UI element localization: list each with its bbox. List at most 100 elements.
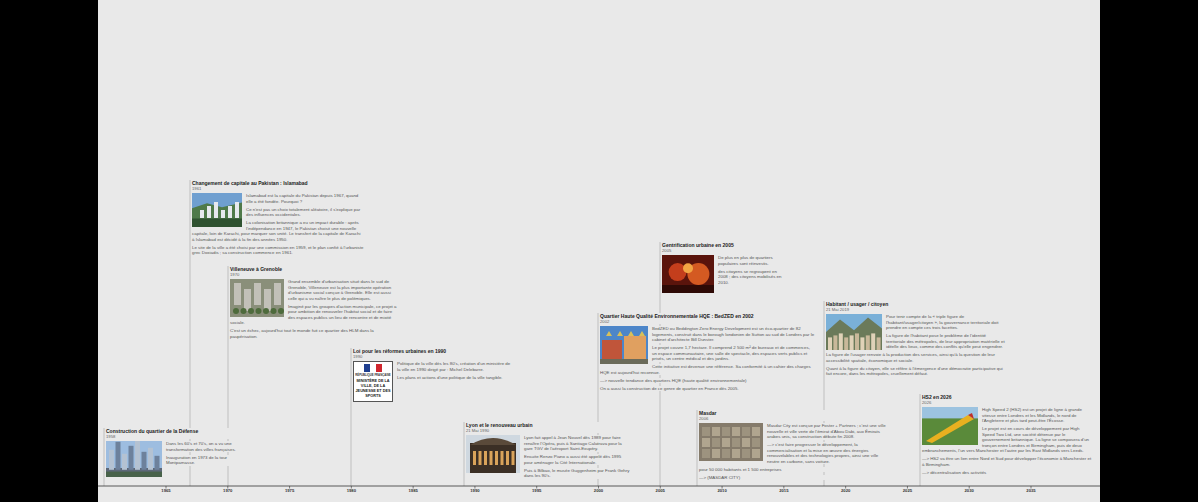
- event-photo: [600, 326, 648, 364]
- photo-shape: [752, 427, 760, 436]
- event-line: [464, 422, 465, 486]
- photo-shape: [662, 255, 714, 293]
- event-text: pour 50 000 habitants et 1 500 entrepris…: [699, 467, 889, 473]
- photo-shape: [844, 337, 848, 350]
- photo-shape: [855, 333, 859, 350]
- year-label: 1980: [339, 488, 363, 493]
- photo-shape: [722, 427, 730, 436]
- photo-shape: [473, 451, 476, 465]
- photo-shape: [490, 451, 493, 465]
- event-date: 1990: [353, 354, 513, 359]
- photo-shape: [512, 451, 515, 465]
- event-line: [228, 266, 229, 486]
- photo-shape: [506, 451, 509, 465]
- photo-shape: [235, 202, 239, 218]
- photo-shape: [470, 438, 516, 445]
- event-text: Le site de la ville a été choisi par une…: [192, 245, 364, 256]
- photo-shape: [234, 283, 241, 305]
- logo-text: MINISTÈRE DE LA VILLE, DE LA JEUNESSE ET…: [355, 379, 391, 398]
- photo-shape: [839, 333, 843, 350]
- photo-shape: [479, 451, 482, 465]
- photo-shape: [106, 468, 162, 477]
- photo-shape: [742, 438, 750, 447]
- event-card: Lyon et le renouveau urbain21 Mai 1990Ly…: [466, 422, 631, 481]
- photo-shape: [264, 289, 271, 311]
- event-lines: [104, 180, 920, 486]
- event-text: —> (MASDAR CITY): [699, 475, 889, 481]
- photo-shape: [271, 308, 277, 314]
- flag-symbol: [364, 364, 382, 372]
- photo-shape: [109, 450, 114, 470]
- year-label: 2010: [710, 488, 734, 493]
- event-photo: [230, 279, 284, 317]
- year-label: 1985: [401, 488, 425, 493]
- photo-shape: [712, 438, 720, 447]
- logo-text: RÉPUBLIQUE FRANÇAISE: [355, 374, 391, 377]
- photo-shape: [968, 413, 974, 419]
- year-label: 2030: [957, 488, 981, 493]
- event-photo: [106, 441, 162, 477]
- photo-shape: [732, 438, 740, 447]
- year-label: 2000: [587, 488, 611, 493]
- event-text: —> décentralisation des activités: [922, 470, 1092, 476]
- event-line: [920, 394, 921, 486]
- ministry-logo: RÉPUBLIQUE FRANÇAISE MINISTÈRE DE LA VILL…: [353, 361, 393, 402]
- photo-shape: [228, 206, 232, 218]
- photo-shape: [129, 446, 134, 470]
- event-photo: [699, 423, 763, 461]
- event-date: 2026: [922, 400, 1092, 405]
- photo-shape: [230, 279, 284, 317]
- event-line: [697, 410, 698, 486]
- photo-shape: [248, 308, 254, 314]
- event-text: —> HS2 va être un lien entre Nord et Sud…: [922, 456, 1092, 467]
- year-label: 2015: [772, 488, 796, 493]
- event-card: HS2 en 20262026High Speed 2 (HS2) est un…: [922, 394, 1092, 478]
- photo-shape: [214, 202, 218, 218]
- photo-shape: [221, 210, 225, 218]
- event-date: 1961: [192, 186, 364, 191]
- event-card: Quartier Haute Qualité Environnementale …: [600, 313, 815, 394]
- photo-shape: [278, 308, 284, 314]
- event-card: Gentrification urbaine en 20052005De plu…: [662, 242, 782, 295]
- photo-shape: [122, 454, 127, 470]
- timeline-ground: [98, 0, 1100, 502]
- photo-shape: [732, 449, 740, 458]
- event-card: Construction du quartier de la Défense19…: [106, 428, 238, 479]
- photo-shape: [742, 449, 750, 458]
- event-card: Villeneuve à Grenoble1970Grand ensemble …: [230, 266, 400, 342]
- photo-shape: [274, 283, 281, 305]
- photo-shape: [135, 441, 140, 470]
- photo-shape: [850, 335, 854, 350]
- event-card: Habitant / usager / citoyen21 Mai 2019Po…: [826, 301, 1006, 379]
- event-card: Changement de capitale au Pakistan : Isl…: [192, 180, 364, 258]
- photo-shape: [702, 449, 710, 458]
- event-date: 2005: [662, 248, 782, 253]
- photo-shape: [712, 427, 720, 436]
- photo-shape: [470, 443, 516, 473]
- event-photo: [826, 314, 882, 350]
- photo-shape: [256, 308, 262, 314]
- photo-shape: [254, 283, 261, 305]
- photo-shape: [732, 427, 740, 436]
- photo-shape: [860, 337, 864, 350]
- photo-shape: [628, 331, 634, 336]
- photo-shape: [142, 452, 147, 470]
- event-date: 2006: [699, 416, 889, 421]
- event-text: —> nouvelle tendance des quartiers HQE (…: [600, 378, 815, 384]
- photo-shape: [722, 449, 730, 458]
- year-label: 1990: [463, 488, 487, 493]
- photo-shape: [742, 427, 750, 436]
- photo-shape: [617, 331, 623, 336]
- photo-shape: [200, 210, 204, 218]
- event-text: Quant à la figure du citoyen, elle se ré…: [826, 366, 1006, 377]
- photo-shape: [106, 472, 162, 477]
- event-date: 2002: [600, 319, 815, 324]
- photo-shape: [606, 331, 612, 336]
- event-date: 21 Mai 1990: [466, 428, 631, 433]
- photo-shape: [833, 335, 837, 350]
- photo-shape: [484, 451, 487, 465]
- photo-shape: [600, 359, 648, 364]
- event-text: La figure de l'usager renvoie à la produ…: [826, 352, 1006, 363]
